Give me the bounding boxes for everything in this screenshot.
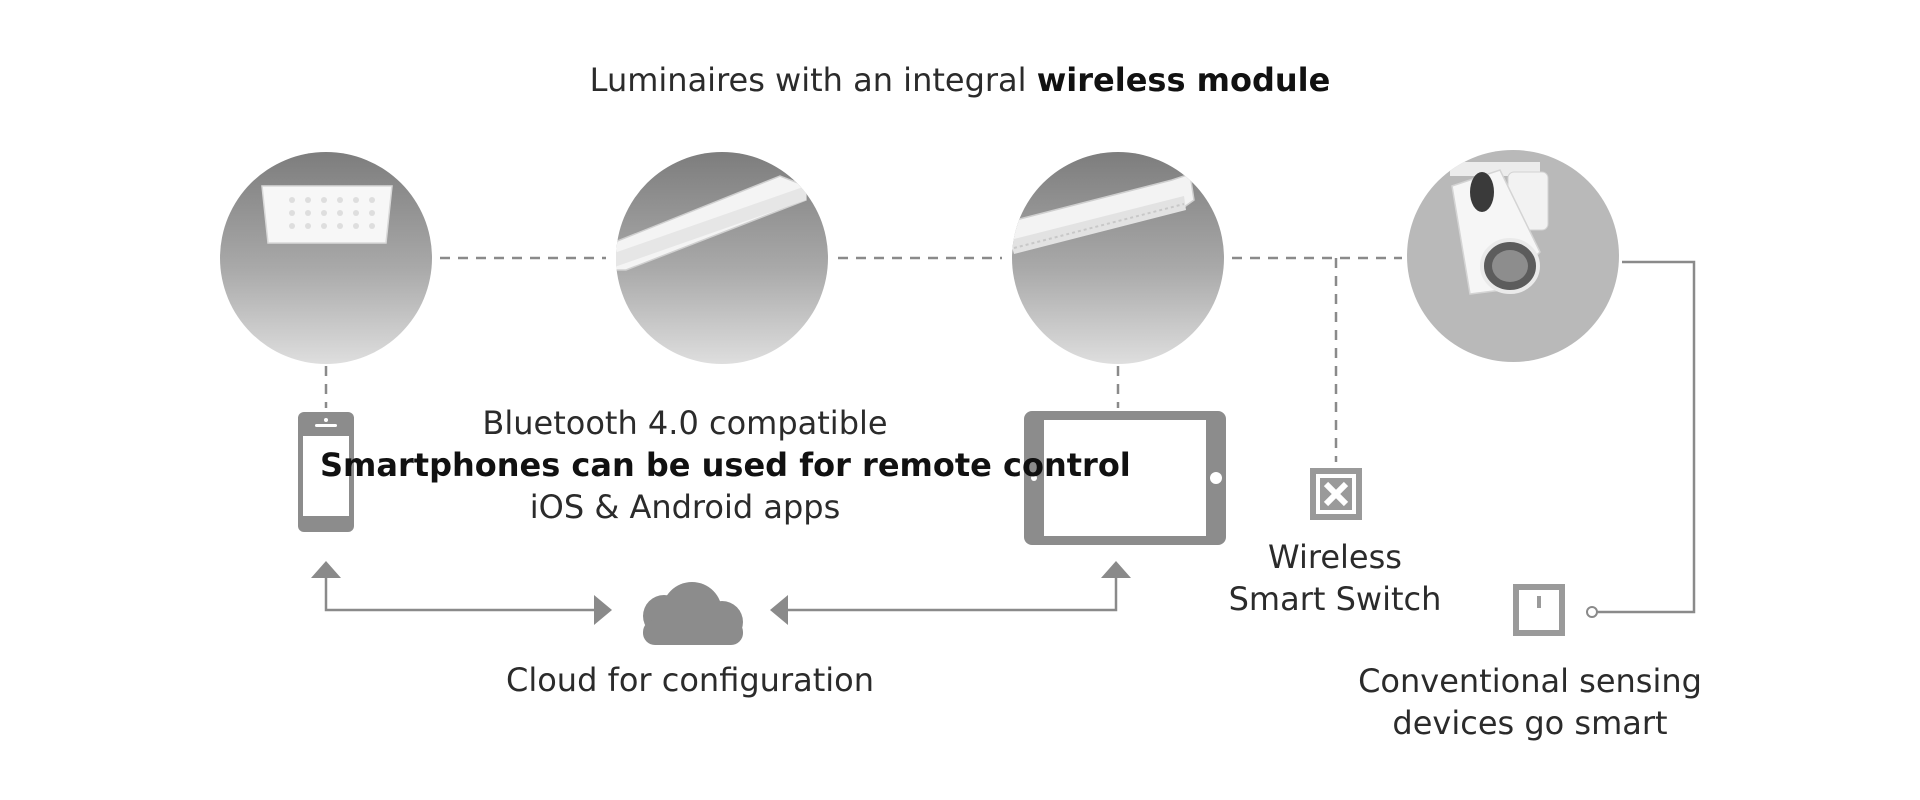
wall-switch-icon [1513, 584, 1565, 636]
phone-cloud-link [324, 578, 596, 612]
remote-control-line: Smartphones can be used for remote contr… [320, 446, 1131, 484]
sensing-label-line1: Conventional sensing [1358, 662, 1702, 700]
arrow-left-cloud [770, 595, 788, 625]
smartphone-icon [298, 412, 354, 532]
sensing-devices-label: Conventional sensing devices go smart [1330, 660, 1730, 744]
arrow-right-cloud [594, 595, 612, 625]
square-panel-luminaire [220, 152, 432, 364]
apps-line: iOS & Android apps [529, 488, 841, 526]
track-spotlight-luminaire [1407, 150, 1619, 362]
connection-lines [324, 256, 1696, 614]
tablet-icon [1024, 411, 1226, 545]
bluetooth-description: Bluetooth 4.0 compatible Smartphones can… [320, 402, 1131, 528]
linear-batten-luminaire [1012, 152, 1224, 364]
tablet-cloud-link [786, 578, 1118, 612]
diagram-title: Luminaires with an integral wireless mod… [589, 61, 1331, 99]
arrowheads [311, 561, 1131, 625]
bluetooth-line: Bluetooth 4.0 compatible [482, 404, 888, 442]
smart-switch-icon [1310, 468, 1362, 520]
arrow-up-tablet [1101, 561, 1131, 578]
sensing-wire [1596, 260, 1696, 614]
arrow-up-phone [311, 561, 341, 578]
smart-switch-label: Wireless Smart Switch [1190, 536, 1480, 620]
smart-switch-label-line1: Wireless [1268, 538, 1402, 576]
linear-pendant-luminaire [616, 152, 828, 364]
smart-switch-label-line2: Smart Switch [1228, 580, 1442, 618]
cloud-label: Cloud for configuration [505, 661, 874, 699]
sensing-wire-end [1586, 606, 1598, 618]
sensing-label-line2: devices go smart [1392, 704, 1668, 742]
cloud-icon [643, 582, 743, 645]
